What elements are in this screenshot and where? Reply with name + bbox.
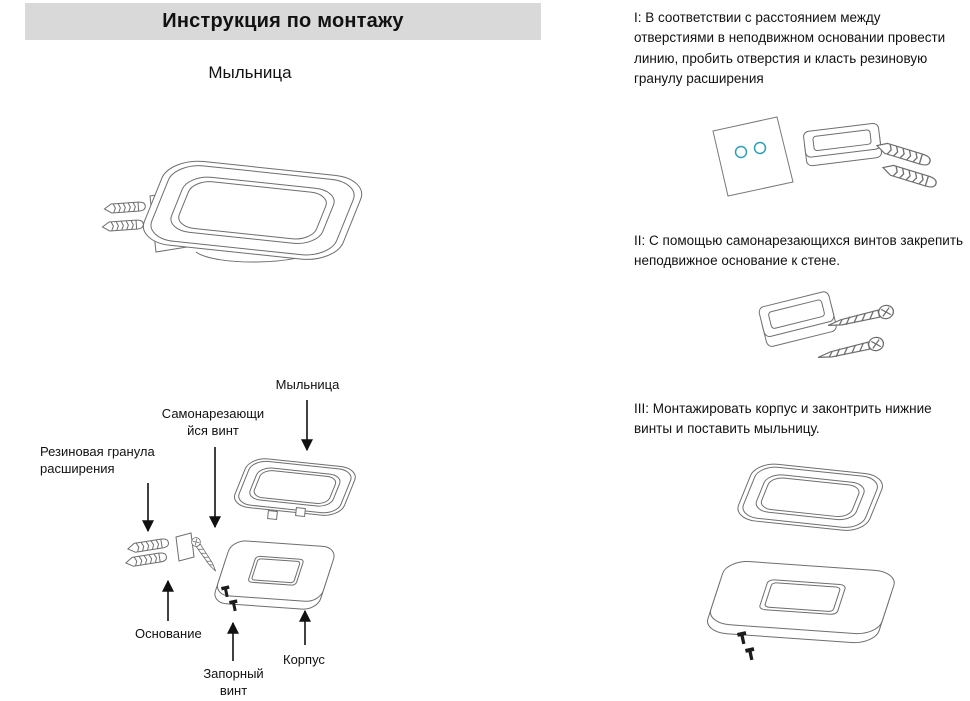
backplate: [149, 184, 219, 253]
label-rubber-plug-line2: расширения: [40, 461, 115, 476]
assembled-soap-dish-drawing: [101, 157, 370, 264]
dish-foot: [295, 507, 306, 518]
label-lock-screw-line2: винт: [219, 683, 248, 698]
label-body: Корпус: [283, 652, 325, 667]
wall-anchor-icon: [101, 219, 145, 232]
dish-base-curve: [195, 247, 325, 263]
label-rubber-plug: Резиновая гранула расширения: [40, 443, 170, 477]
page-title: Инструкция по монтажу: [162, 10, 404, 32]
label-tapping-screw: Самонарезающи йся винт: [152, 405, 274, 439]
soap-dish-top: [135, 157, 370, 264]
drill-hole: [734, 145, 748, 159]
page-title-bar: Инструкция по монтажу: [25, 3, 541, 40]
step1-drawing: [712, 116, 939, 197]
step-3-text: III: Монтажировать корпус и законтрить н…: [634, 401, 932, 437]
mounting-bracket: [802, 122, 883, 167]
step-2-text: II: С помощью самонарезающихся винтов за…: [634, 233, 964, 269]
soap-dish-top: [732, 461, 888, 533]
product-subtitle: Мыльница: [208, 63, 292, 82]
tapping-screw-icon: [189, 535, 220, 575]
lock-screw-icon: [737, 631, 749, 645]
wall-anchor-icon: [124, 551, 168, 568]
label-base: Основание: [135, 626, 202, 641]
exploded-view-drawing: [124, 400, 360, 661]
label-tapping-screw-line1: Самонарезающи: [161, 406, 265, 421]
label-soap-dish: Мыльница: [275, 377, 340, 392]
wall-plate: [712, 116, 794, 197]
dish-foot: [267, 510, 278, 521]
tapping-screw-icon: [815, 335, 886, 365]
label-tapping-screw-line2: йся винт: [187, 423, 239, 438]
body-shell: [211, 539, 338, 611]
wall-anchor-icon: [103, 201, 147, 214]
body-shell: [703, 559, 899, 645]
drill-hole: [753, 141, 767, 155]
soap-dish-top: [230, 456, 360, 518]
label-lock-screw-line1: Запорный: [203, 666, 264, 681]
wall-anchor-icon: [880, 161, 939, 190]
wall-anchor-icon: [126, 537, 170, 554]
small-plate: [175, 532, 195, 562]
lock-screw-icon: [221, 585, 232, 598]
step2-drawing: [757, 290, 896, 365]
label-rubber-plug-line1: Резиновая гранула: [40, 444, 155, 459]
label-lock-screw: Запорный винт: [196, 665, 271, 699]
tapping-screw-icon: [825, 303, 896, 333]
step3-drawing: [703, 461, 899, 661]
step-1-text: I: В соответствии с расстоянием между от…: [634, 10, 946, 86]
lock-screw-icon: [745, 647, 757, 661]
mounting-bracket: [757, 290, 838, 349]
wall-anchor-icon: [874, 139, 933, 168]
lock-screw-icon: [229, 599, 240, 612]
